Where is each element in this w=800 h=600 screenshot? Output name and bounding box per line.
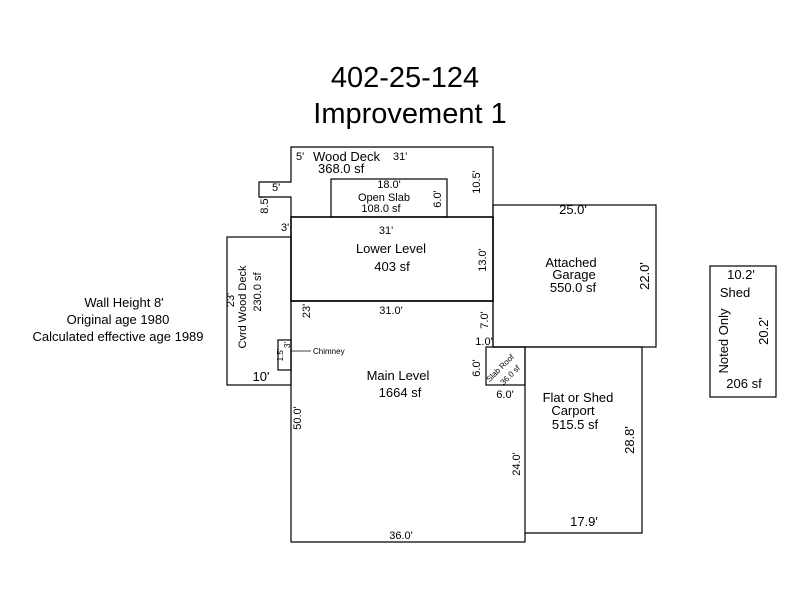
dim-chimney-b: 3' <box>283 342 292 348</box>
dim-main-top: 31.0' <box>379 305 403 317</box>
carport-area: 515.5 sf <box>552 417 599 432</box>
open-slab-area: 108.0 sf <box>361 203 401 215</box>
garage-label-line2: Garage <box>552 267 595 282</box>
dim-slab-width: 18.0' <box>377 179 401 191</box>
carport-label-line1: Flat or Shed <box>543 390 614 405</box>
main-level-area: 1664 sf <box>379 385 422 400</box>
parcel-number: 402-25-124 <box>331 62 479 94</box>
improvement-title: Improvement 1 <box>313 98 506 130</box>
shed-note: Noted Only <box>716 308 731 374</box>
dim-shed-top: 10.2' <box>727 267 755 282</box>
chimney-label: Chimney <box>313 347 345 356</box>
dim-deck-top: 31' <box>393 151 407 163</box>
dim-garage-top: 25.0' <box>559 202 587 217</box>
shed-area: 206 sf <box>726 376 762 391</box>
dim-carport-right: 28.8' <box>622 426 637 454</box>
dim-main-left: 50.0' <box>292 406 304 430</box>
dim-carport-bottom: 17.9' <box>570 514 598 529</box>
dim-slab-height: 6.0' <box>432 190 444 207</box>
chimney-outline <box>277 339 292 371</box>
dim-main-left-upper: 23' <box>301 304 313 318</box>
lower-level-label: Lower Level <box>356 241 426 256</box>
wood-deck-outline <box>258 146 494 217</box>
wood-deck-label: Wood Deck <box>313 149 380 164</box>
note-wall-height: Wall Height 8' <box>84 295 163 310</box>
cvrd-deck-label: Cvrd Wood Deck <box>237 265 249 348</box>
dim-main-bottom: 36.0' <box>389 530 413 542</box>
dim-main-right-step: 6.0' <box>471 359 483 376</box>
dim-deck-right: 10.5' <box>471 170 483 194</box>
dim-deck-step-side: 8.5' <box>259 196 271 213</box>
dim-lower-right: 13.0' <box>477 248 489 272</box>
main-level-label: Main Level <box>367 368 430 383</box>
dim-main-notch: 1.0' <box>475 336 492 348</box>
dim-deck-top-short: 5' <box>296 151 304 163</box>
dim-deck-step-top: 5' <box>272 182 280 194</box>
dim-lower-top: 31' <box>379 225 393 237</box>
cvrd-deck-area: 230.0 sf <box>252 271 264 311</box>
note-original-age: Original age 1980 <box>67 312 170 327</box>
dim-deck-bottom-left: 3' <box>281 222 289 234</box>
dim-garage-right: 22.0' <box>637 262 652 290</box>
open-slab-label: Open Slab <box>358 192 410 204</box>
note-effective-age: Calculated effective age 1989 <box>32 329 203 344</box>
dim-main-right-upper: 7.0' <box>479 311 491 328</box>
garage-label-line1: Attached <box>545 255 596 270</box>
shed-label: Shed <box>720 285 750 300</box>
dim-cvrd-side: 23' <box>225 293 237 307</box>
garage-area: 550.0 sf <box>550 280 597 295</box>
slab-roof-outline <box>485 346 526 386</box>
lower-level-area: 403 sf <box>374 259 410 274</box>
carport-label-line2: Carport <box>551 403 595 418</box>
dim-chimney-a: 1.5' <box>276 348 285 361</box>
dim-cvrd-bottom: 10' <box>253 369 270 384</box>
carport-outline <box>525 346 643 534</box>
dim-slab-roof-bottom: 6.0' <box>496 389 513 401</box>
dim-main-right-lower: 24.0' <box>511 452 523 476</box>
wood-deck-area: 368.0 sf <box>318 161 365 176</box>
dim-shed-right: 20.2' <box>756 317 771 345</box>
shed-outline <box>709 265 777 398</box>
